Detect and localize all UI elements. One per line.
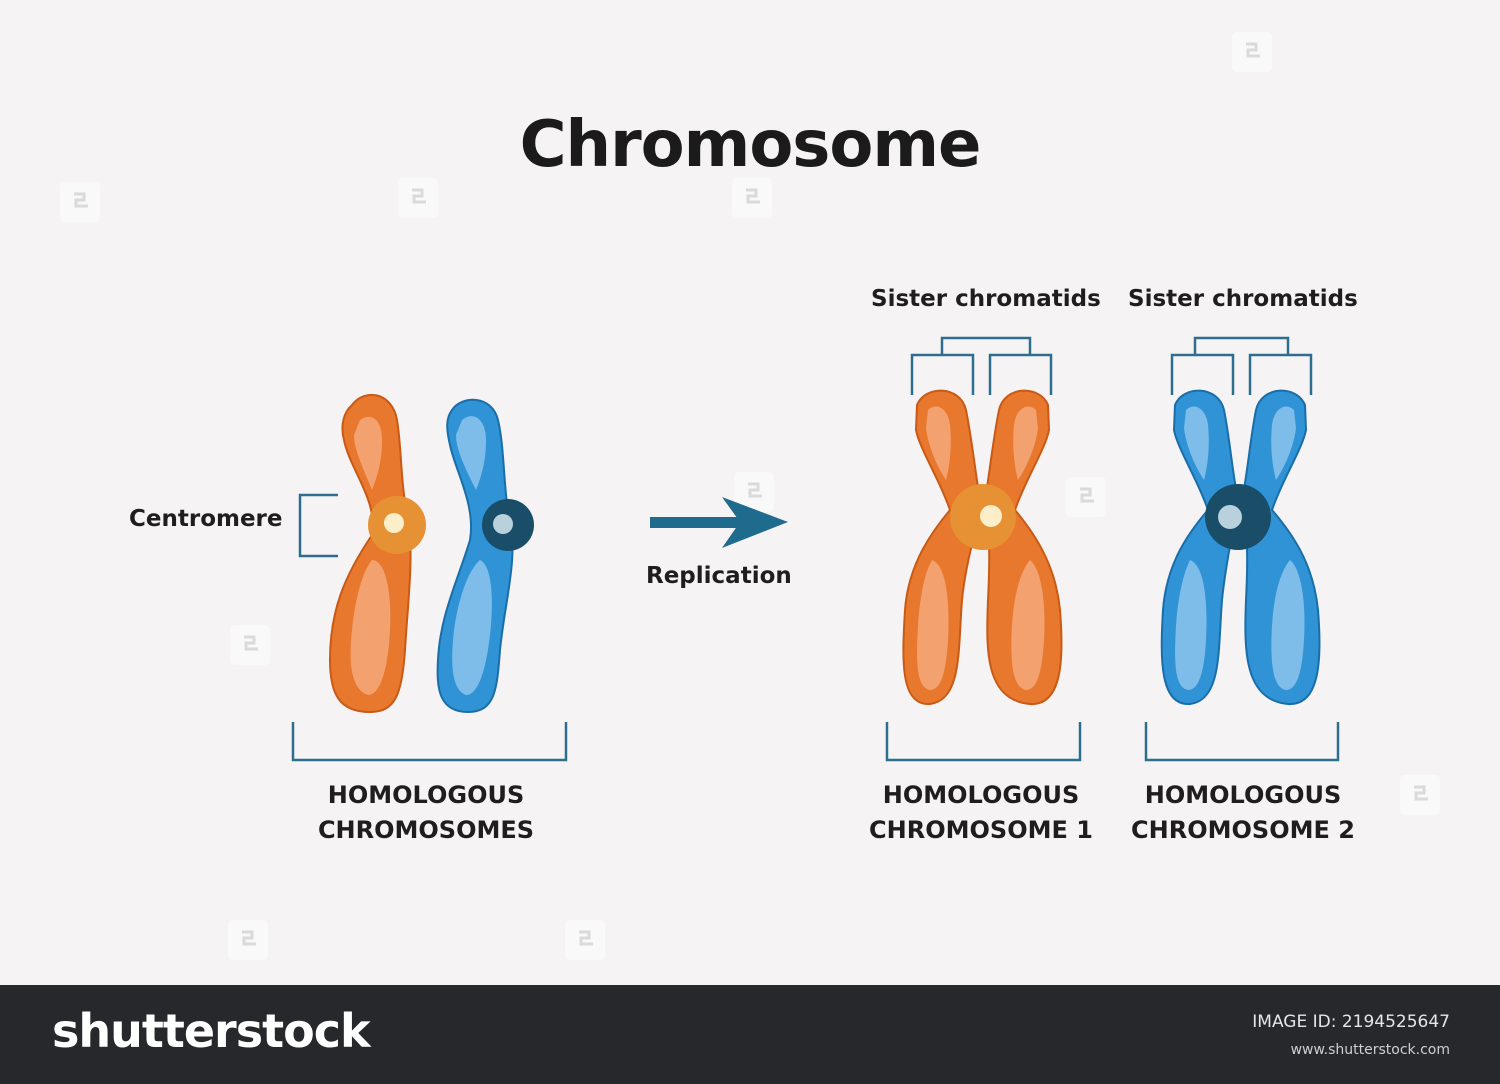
stock-footer-bar [0, 985, 1500, 1084]
homologous-chromosome-2-caption: HOMOLOGOUS CHROMOSOME 2 [1108, 778, 1378, 848]
sister-chromatids-bracket-1 [910, 336, 1053, 395]
caption-line: HOMOLOGOUS [327, 781, 525, 809]
chromosome-diagram [58, 30, 1442, 962]
caption-line: CHROMOSOME 1 [869, 816, 1093, 844]
orange-chromosome-replicated [902, 389, 1063, 706]
centromere-blue-left [482, 499, 534, 551]
diagram-title: Chromosome [519, 108, 982, 182]
centromere-orange-left [368, 496, 426, 554]
homologous-chromosome-1-caption: HOMOLOGOUS CHROMOSOME 1 [846, 778, 1116, 848]
orange-chromosome-single [328, 394, 412, 714]
caption-line: CHROMOSOMES [317, 816, 535, 844]
image-id-text: IMAGE ID: 2194525647 [1252, 1012, 1450, 1032]
diagram-stage: Chromosome [58, 30, 1442, 962]
blue-chromosome-replicated [1160, 389, 1321, 706]
caption-line: HOMOLOGOUS [882, 781, 1080, 809]
homologous-chromosomes-caption: HOMOLOGOUS CHROMOSOMES [286, 778, 566, 848]
sister-chromatids-label-2: Sister chromatids [1128, 286, 1358, 312]
homologous-1-bracket [885, 722, 1082, 762]
replication-label: Replication [646, 563, 792, 589]
centromere-blue-right [1205, 484, 1271, 550]
sister-chromatids-bracket-2 [1170, 336, 1313, 395]
centromere-label: Centromere [129, 506, 283, 532]
homologous-pair-bracket [291, 722, 568, 762]
caption-line: CHROMOSOME 2 [1131, 816, 1355, 844]
sister-chromatids-label-1: Sister chromatids [871, 286, 1101, 312]
site-url-text: www.shutterstock.com [1290, 1042, 1450, 1058]
caption-line: HOMOLOGOUS [1144, 781, 1342, 809]
shutterstock-logo: shutterstock [52, 1004, 371, 1058]
replication-arrow [650, 497, 788, 548]
centromere-orange-right [950, 484, 1016, 550]
blue-chromosome-single [436, 398, 514, 714]
homologous-2-bracket [1144, 722, 1340, 762]
centromere-bracket [298, 493, 338, 558]
